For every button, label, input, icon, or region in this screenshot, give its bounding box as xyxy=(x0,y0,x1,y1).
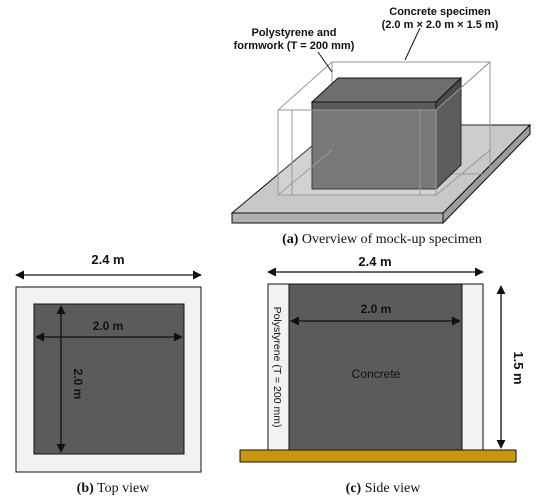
overview-3d-model: Concrete specimen (2.0 m × 2.0 m × 1.5 m… xyxy=(230,6,532,247)
caption-b: (b) Top view xyxy=(77,481,151,496)
side-view: 2.4 m 2.0 m Concrete Polystyrene (T = 20… xyxy=(239,254,526,496)
side-inner-width-label: 2.0 m xyxy=(361,302,392,316)
side-polystyrene-label: Polystyrene (T = 200 mm) xyxy=(271,307,283,428)
top-outer-dim-label: 2.4 m xyxy=(91,252,124,267)
side-outer-dim-label: 2.4 m xyxy=(358,254,391,269)
caption-a: (a) Overview of mock-up specimen xyxy=(282,232,482,247)
side-ground xyxy=(239,449,517,463)
side-polystyrene-right xyxy=(461,283,484,451)
formwork-front xyxy=(277,60,491,197)
callout-concrete-dims: (2.0 m × 2.0 m × 1.5 m) xyxy=(382,19,499,31)
caption-c-letter: (c) xyxy=(346,481,362,496)
caption-c: (c) Side view xyxy=(346,481,422,496)
side-concrete-label: Concrete xyxy=(352,367,401,381)
callout-line-poly xyxy=(317,51,333,73)
callout-concrete-title: Concrete specimen xyxy=(389,6,491,18)
top-view: 2.4 m 2.0 m 2.0 m (b) Top view xyxy=(15,252,202,496)
top-inner-width-label: 2.0 m xyxy=(93,319,124,333)
side-concrete xyxy=(288,283,463,451)
callout-poly-title: Polystyrene and xyxy=(252,27,337,39)
side-height-label: 1.5 m xyxy=(511,351,526,384)
top-inner-height-label: 2.0 m xyxy=(71,369,85,400)
callout-poly-thickness: formwork (T = 200 mm) xyxy=(234,40,355,52)
concrete-top xyxy=(310,77,463,103)
caption-b-letter: (b) xyxy=(77,481,94,496)
caption-b-text: Top view xyxy=(94,481,150,496)
caption-a-letter: (a) xyxy=(282,232,299,247)
base-plate-front xyxy=(231,212,444,224)
caption-a-text: Overview of mock-up specimen xyxy=(298,232,482,247)
callout-line-concrete xyxy=(404,27,421,61)
caption-c-text: Side view xyxy=(361,481,421,496)
